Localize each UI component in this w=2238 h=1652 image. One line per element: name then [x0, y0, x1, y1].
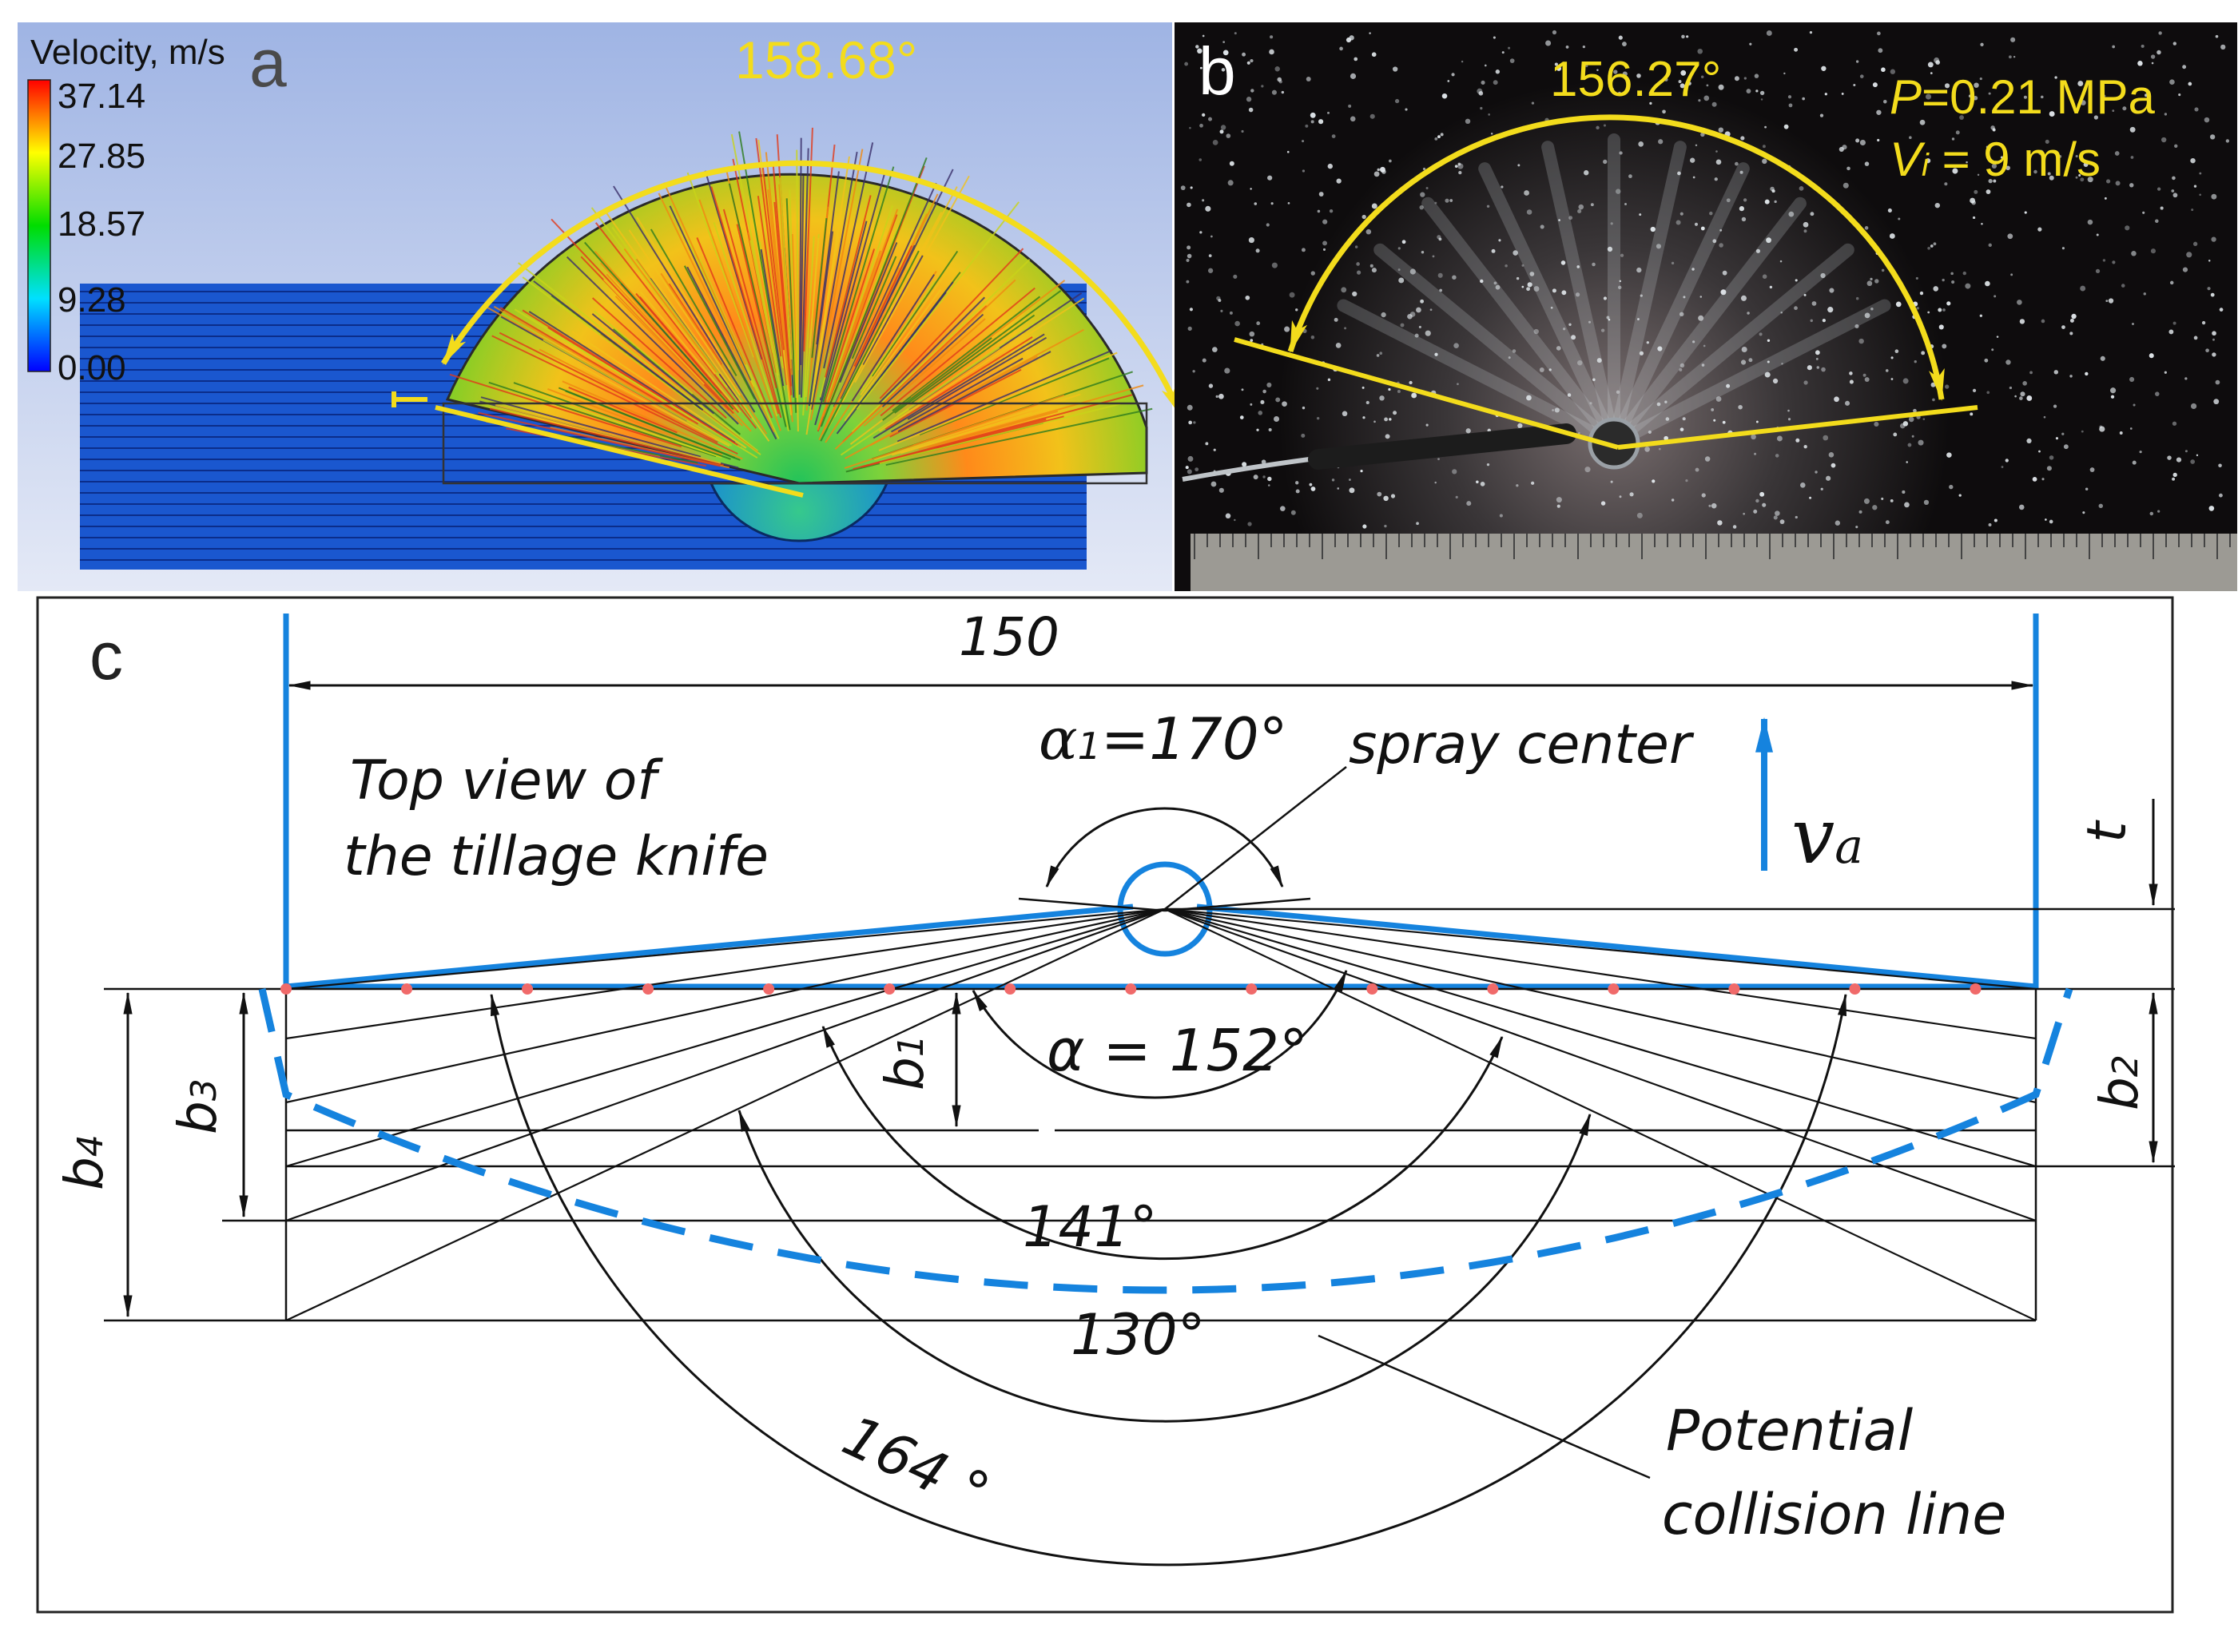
- angle-arc-170: [1045, 807, 1284, 888]
- panel-a-angle-label: 158.68°: [735, 30, 917, 89]
- spray-center-label: spray center: [1349, 713, 1695, 776]
- panel-b-letter: b: [1199, 34, 1236, 109]
- alpha1-label: α1=170°: [1039, 705, 1288, 772]
- legend-title: Velocity, m/s: [30, 33, 225, 72]
- knife-caption-line1: Top view of: [350, 749, 663, 812]
- dimension-arrows: [123, 799, 2158, 1318]
- potential-collision-line: [258, 987, 2073, 1294]
- panel-c-drawing: c 150: [36, 596, 2175, 1614]
- legend-tick-2: 18.57: [58, 205, 145, 244]
- panel-b-photo: 156.27° P=0.21 MPa Vi = 9 m/s b: [1175, 22, 2237, 591]
- angle-arc-130: [737, 1109, 1592, 1423]
- angle-arc-164: [490, 993, 1847, 1567]
- velocity-label: Vi = 9 m/s: [1890, 133, 2101, 186]
- pressure-label: P=0.21 MPa: [1890, 70, 2156, 124]
- angle-arc-141: [821, 1025, 1504, 1261]
- panel-b-angle-label: 156.27°: [1550, 52, 1721, 107]
- collision-label-line1: Potential: [1666, 1398, 1914, 1463]
- width-dimension-label: 150: [959, 606, 1059, 668]
- velocity-color-scale: [27, 79, 51, 372]
- angle-130-label: 130°: [1071, 1302, 1206, 1368]
- legend-tick-0: 37.14: [58, 77, 145, 116]
- legend-tick-3: 9.28: [58, 280, 126, 320]
- collision-label-line2: collision line: [1662, 1482, 2006, 1547]
- b2-label: b2: [2089, 1054, 2150, 1110]
- alpha-label: α = 152°: [1047, 1017, 1308, 1084]
- nozzle-hit-points: [280, 983, 1982, 995]
- velocity-symbol: va: [1791, 792, 1863, 881]
- b3-label: b3: [167, 1078, 229, 1134]
- knife-caption-line2: the tillage knife: [344, 825, 769, 888]
- panel-a-simulation: 158.68° Velocity, m/s 37.14 27.85 18.57 …: [18, 22, 1222, 591]
- b4-label: b4: [54, 1134, 115, 1190]
- ruler-ticks: [1194, 534, 2231, 559]
- panel-c-letter: c: [89, 618, 123, 693]
- legend-tick-4: 0.00: [58, 348, 126, 387]
- legend-tick-1: 27.85: [58, 137, 145, 176]
- angle-141-label: 141°: [1023, 1194, 1158, 1260]
- panel-a-letter: a: [249, 26, 287, 101]
- b1-label: b1: [874, 1034, 936, 1090]
- t-dimension-label: t: [2076, 820, 2139, 843]
